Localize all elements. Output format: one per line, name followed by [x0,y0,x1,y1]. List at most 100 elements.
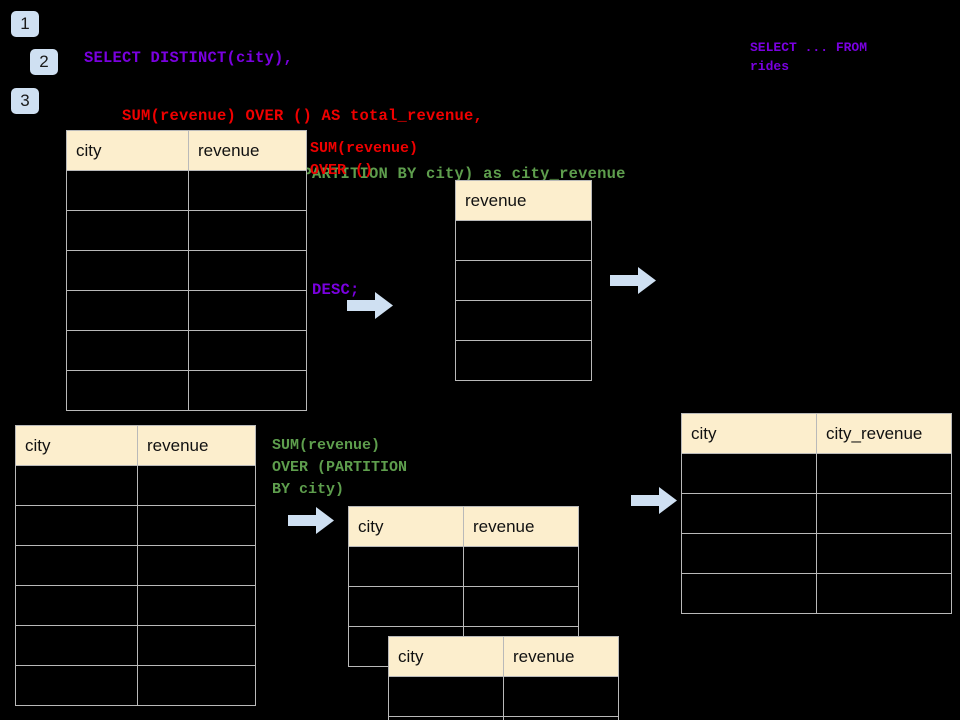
cell-city-revenue [816,533,952,574]
sql-line-2: SUM(revenue) OVER () AS total_revenue, [84,107,484,125]
cell-revenue [463,586,579,627]
cell-revenue [463,546,579,587]
column-header-city-revenue: city_revenue [816,413,952,454]
cell-revenue [137,465,256,506]
cell-revenue [455,340,592,381]
table-row [348,546,579,587]
cell-revenue [503,676,619,717]
cell-city [15,625,138,666]
table-header-row: city revenue [388,636,619,677]
cell-city [681,573,817,614]
table-row [681,573,952,614]
table-row [388,676,619,717]
cell-revenue [455,300,592,341]
annotation-over-partition: SUM(revenue) OVER (PARTITION BY city) [272,437,408,498]
table-row [348,586,579,627]
table-row [66,290,307,331]
table-row [15,505,256,546]
cell-revenue [188,250,307,291]
cell-city [348,546,464,587]
cell-city [66,250,189,291]
cell-revenue [137,505,256,546]
side-note-select-from: SELECT ... FROM rides [750,40,868,74]
column-header-city: city [348,506,464,547]
cell-revenue [137,585,256,626]
table-row [15,665,256,706]
step-badge-1: 1 [11,11,39,37]
table-row [15,585,256,626]
cell-revenue [188,290,307,331]
table-header-row: revenue [455,180,592,221]
table-header-row: city city_revenue [681,413,952,454]
table-row [455,220,592,261]
cell-city [66,210,189,251]
arrow-top-right [610,267,656,294]
table-row [15,625,256,666]
table-row [15,545,256,586]
cell-revenue [455,220,592,261]
table-partition-group-back: city revenue [348,506,579,667]
step-badge-3: 3 [11,88,39,114]
column-header-city: city [66,130,189,171]
cell-revenue [188,210,307,251]
cell-city-revenue [816,493,952,534]
table-row [681,493,952,534]
table-source-rides-bottom: city revenue [15,425,256,706]
table-header-row: city revenue [66,130,307,171]
step-badge-2: 2 [30,49,58,75]
cell-city [681,453,817,494]
cell-city [348,586,464,627]
table-row [66,250,307,291]
column-header-revenue: revenue [463,506,579,547]
cell-revenue [137,665,256,706]
cell-revenue [137,545,256,586]
cell-city [15,545,138,586]
column-header-revenue: revenue [503,636,619,677]
cell-city [66,290,189,331]
table-result-city-revenue: city city_revenue [681,413,952,614]
annotation-over-empty: SUM(revenue) OVER () [310,140,419,179]
arrow-top-left [347,292,393,319]
cell-city [15,665,138,706]
cell-city [66,170,189,211]
table-header-row: city revenue [348,506,579,547]
cell-city [681,533,817,574]
sql-line-1: SELECT DISTINCT(city), [84,49,294,67]
table-row [681,453,952,494]
table-partition-group-front: city revenue [388,636,619,720]
column-header-city: city [681,413,817,454]
column-header-revenue: revenue [188,130,307,171]
table-total-revenue: revenue [455,180,592,381]
column-header-revenue: revenue [137,425,256,466]
cell-revenue [503,716,619,720]
cell-revenue [188,170,307,211]
table-row [66,330,307,371]
cell-city-revenue [816,453,952,494]
table-row [388,716,619,720]
table-row [66,170,307,211]
table-row [681,533,952,574]
column-header-city: city [388,636,504,677]
arrow-bottom-right [631,487,677,514]
table-row [66,210,307,251]
column-header-city: city [15,425,138,466]
cell-revenue [137,625,256,666]
cell-city-revenue [816,573,952,614]
cell-city [15,465,138,506]
column-header-revenue: revenue [455,180,592,221]
cell-city [66,330,189,371]
table-row [66,370,307,411]
cell-city [388,716,504,720]
table-row [15,465,256,506]
table-row [455,300,592,341]
table-source-rides-top: city revenue [66,130,307,411]
cell-city [15,505,138,546]
table-row [455,260,592,301]
cell-city [388,676,504,717]
table-row [455,340,592,381]
table-header-row: city revenue [15,425,256,466]
cell-city [66,370,189,411]
cell-revenue [455,260,592,301]
cell-revenue [188,370,307,411]
